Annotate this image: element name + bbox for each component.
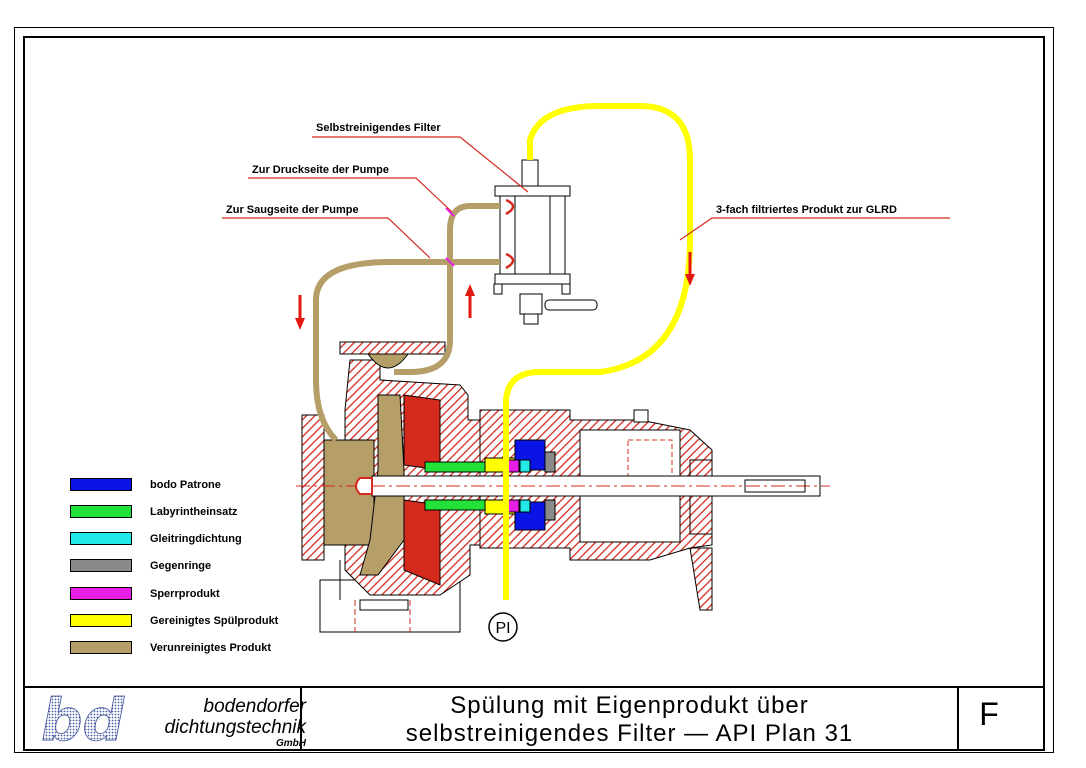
inner-frame [23,36,1045,751]
drawing-title-line-1: Spülung mit Eigenprodukt über [450,692,809,719]
title-block-divider [300,688,302,749]
outer-frame [14,27,1054,753]
clean-flush-line [503,103,693,600]
sheet-letter: F [979,696,999,732]
title-block-divider [957,688,959,749]
legend-swatch-blue [70,478,132,491]
filter-unit [493,159,598,325]
callout-pressure-side: Zur Druckseite der Pumpe [252,164,389,176]
drawing-title-line-2: selbstreinigendes Filter — API Plan 31 [405,720,854,747]
pressure-indicator: PI [488,612,518,642]
legend-swatch-tan [70,641,132,654]
legend-label: Labyrintheinsatz [150,506,238,518]
company-line-3: GmbH [276,738,306,749]
callout-suction-side: Zur Saugseite der Pumpe [226,204,359,216]
company-logo-text: bd [41,692,125,748]
title-block: bd bodendorfer dichtungstechnik GmbH Spü… [25,686,1043,749]
legend-swatch-green [70,505,132,518]
company-line-2: dichtungstechnik [164,717,306,738]
legend-swatch-yellow [70,614,132,627]
pressure-indicator-label: PI [495,620,510,637]
legend-label: Sperrprodukt [150,588,220,600]
callout-filter: Selbstreinigendes Filter [316,122,441,134]
legend-label: Gereinigtes Spülprodukt [150,615,279,627]
legend-label: Verunreinigtes Produkt [150,642,272,654]
callout-leaders [222,136,950,259]
company-name: bodendorfer dichtungstechnik GmbH [120,696,306,750]
company-logo: bd [41,692,125,748]
legend-swatch-gray [70,559,132,572]
legend-swatch-cyan [70,532,132,545]
drawing-title: Spülung mit Eigenprodukt über selbstrein… [302,692,957,748]
legend-label: bodo Patrone [150,479,221,491]
callout-filtered-product: 3-fach filtriertes Produkt zur GLRD [716,204,897,216]
legend-label: Gegenringe [150,560,212,572]
company-line-1: bodendorfer [203,696,306,717]
legend-label: Gleitringdichtung [150,533,242,545]
flow-arrows [295,252,695,330]
contaminated-product-line [313,203,500,443]
legend-swatch-magenta [70,587,132,600]
shaft [296,475,830,497]
